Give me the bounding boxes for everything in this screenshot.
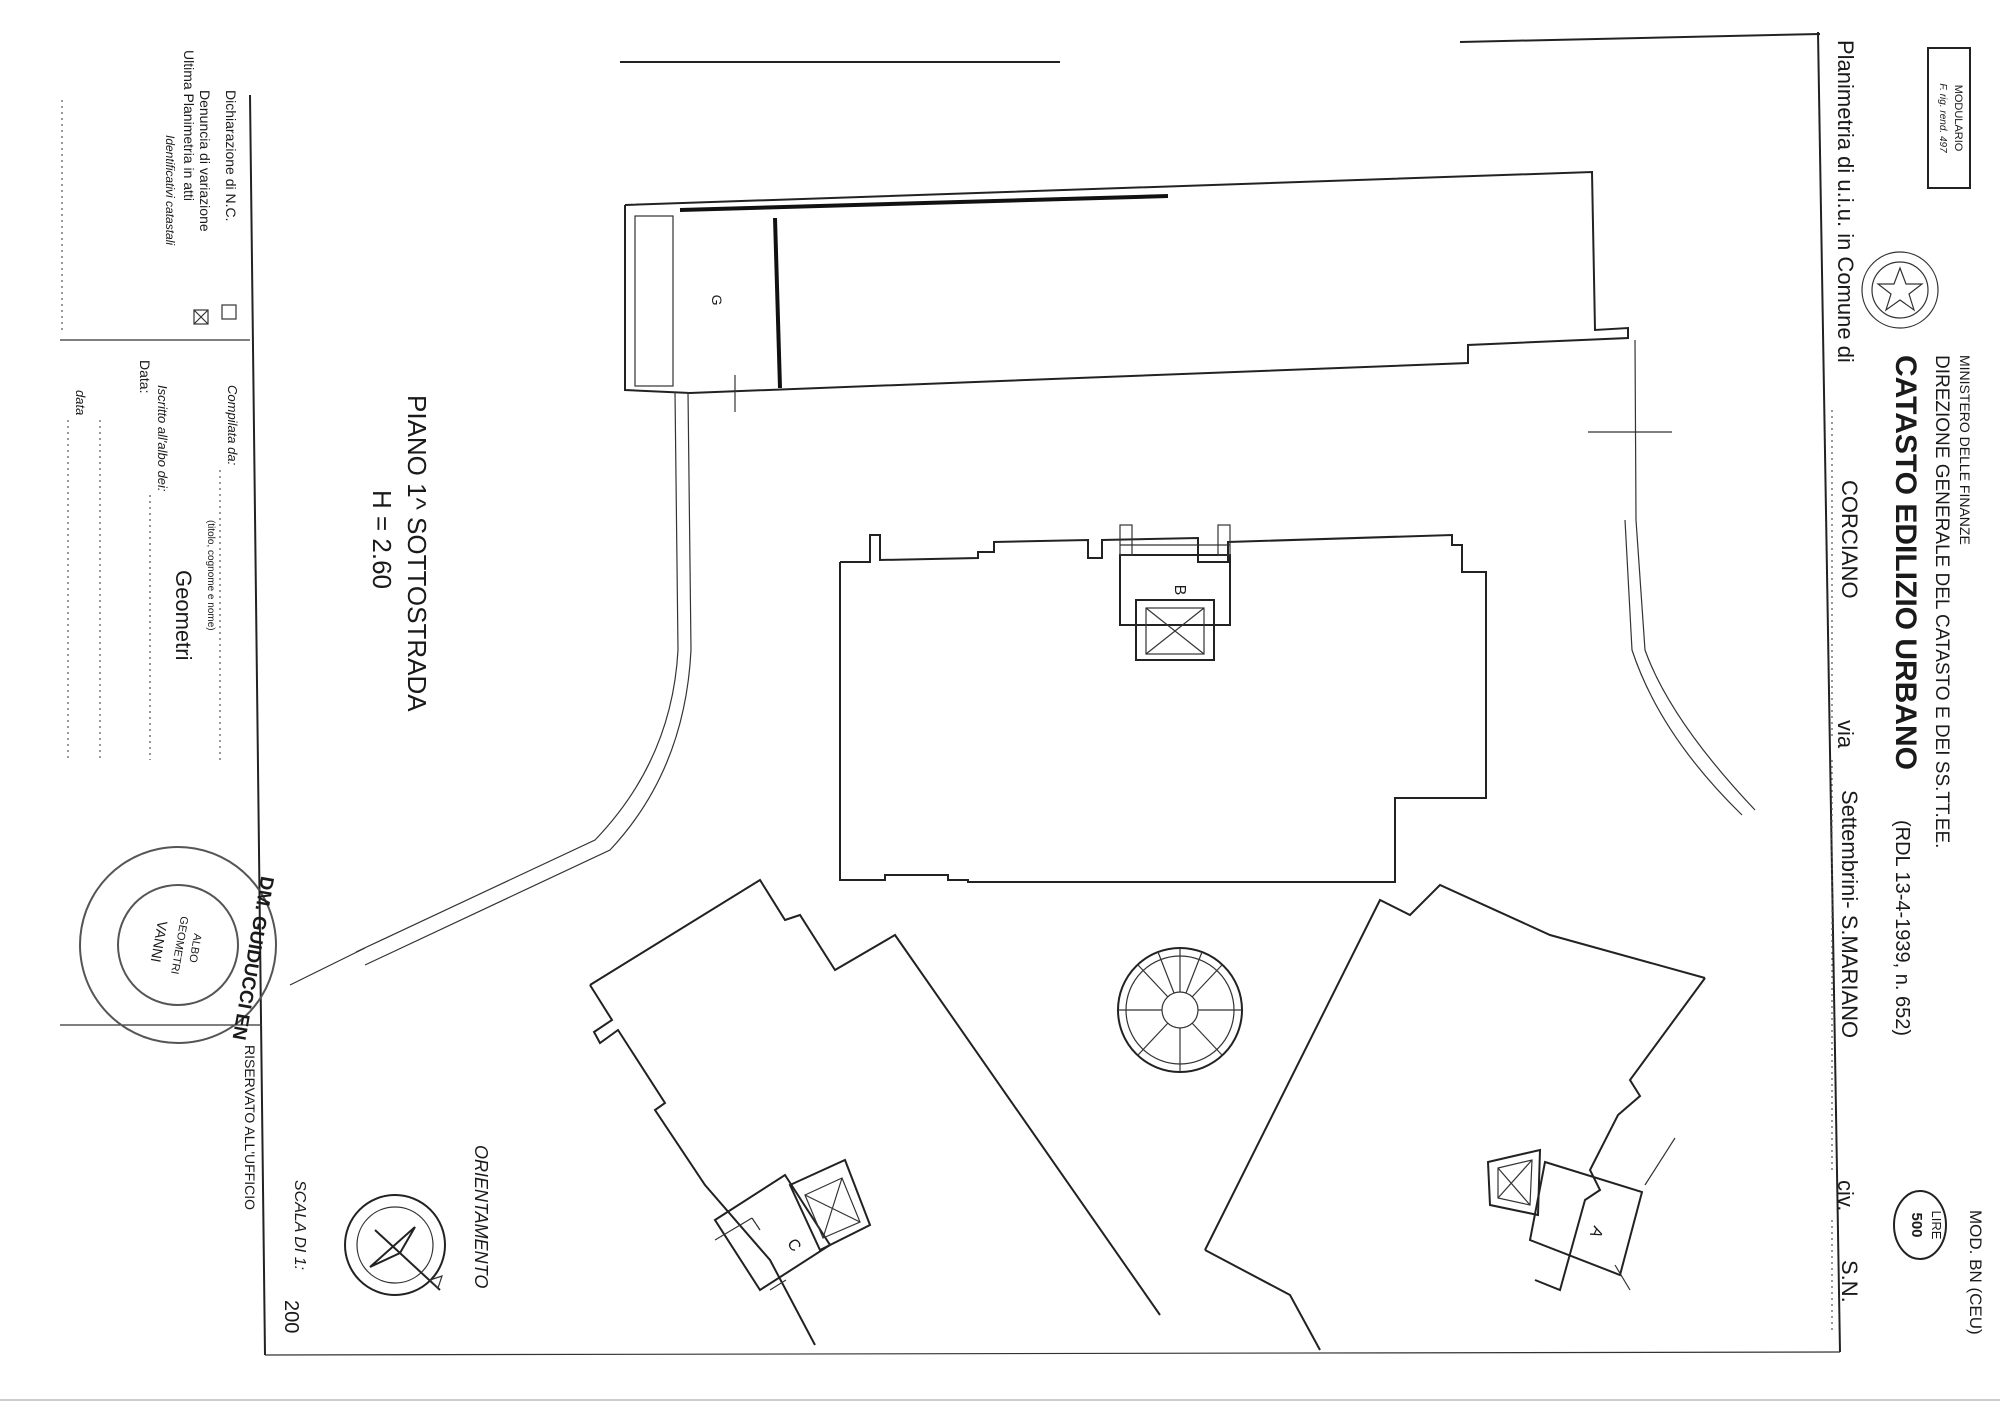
top-garage-block: G	[624, 170, 1629, 412]
scale-value: 200	[280, 1300, 302, 1333]
lire-stamp: LIRE 500	[1893, 1190, 1947, 1260]
ultima-label: Ultima Planimetria in atti	[181, 50, 197, 201]
spiral-staircase	[1117, 947, 1243, 1073]
modulario-label: MODULARIO	[1952, 85, 1964, 152]
planimetria-prefix: Planimetria di u.i.u. in Comune di	[1833, 40, 1858, 363]
lire-value: 500	[1908, 1212, 1925, 1237]
ministry-name: MINISTERO DELLE FINANZE	[1957, 355, 1973, 545]
building-a: A	[1204, 883, 1706, 1351]
ident-label: Identificativi catastali	[163, 135, 177, 245]
stamp-bottom-text: VANNI	[148, 920, 171, 964]
document-title-ref: (RDL 13-4-1939, n. 652)	[1891, 820, 1913, 1036]
via-label: via	[1833, 720, 1858, 749]
modulario-box: MODULARIO F. rig. rend. 497	[1927, 47, 1971, 189]
denuncia-checkbox	[193, 309, 209, 325]
mod-code: MOD. BN (CEU)	[1966, 1210, 1985, 1335]
building-c: C	[589, 878, 1161, 1346]
north-compass-icon	[344, 1194, 446, 1296]
central-building-b: B	[839, 524, 1487, 883]
data-label: Data:	[137, 360, 153, 393]
label-a: A	[1586, 1223, 1606, 1240]
floor-height: H = 2.60	[367, 490, 397, 589]
civ-label: civ.	[1833, 1180, 1858, 1211]
label-g: G	[709, 295, 725, 306]
iscritto-label: Iscritto all'albo dei:	[155, 385, 170, 492]
office-reserved: RISERVATO ALL'UFFICIO	[242, 1045, 258, 1210]
compilata-hint: (titolo, cognome e nome)	[205, 520, 216, 631]
modulario-ref: F. rig. rend. 497	[1937, 83, 1948, 153]
iscritto-value: Geometri	[171, 570, 196, 660]
state-emblem-icon	[1861, 251, 1939, 329]
access-ramp	[289, 339, 1756, 986]
label-c: C	[783, 1236, 804, 1255]
civ-value: S.N.	[1837, 1260, 1862, 1303]
stamp-mid1-text: ALBO	[186, 932, 203, 963]
data2-label: data	[73, 390, 88, 415]
scale-label: SCALA DI 1:	[291, 1180, 308, 1270]
dich-nc-label: Dichiarazione di N.C.	[223, 90, 239, 222]
form-frame	[0, 31, 2000, 1401]
denuncia-label: Denuncia di variazione	[197, 90, 213, 232]
lire-label: LIRE	[1929, 1211, 1944, 1240]
via-value: Settembrini- S.MARIANO	[1837, 790, 1862, 1038]
compilata-label: Compilata da:	[225, 385, 240, 466]
document-title: CATASTO EDILIZIO URBANO	[1889, 355, 1922, 770]
direction-name: DIREZIONE GENERALE DEL CATASTO E DEI SS.…	[1931, 355, 1952, 848]
comune-value: CORCIANO	[1837, 480, 1862, 599]
floor-level: PIANO 1^ SOTTOSTRADA	[402, 395, 432, 712]
orientation-label: ORIENTAMENTO	[471, 1145, 491, 1288]
label-b: B	[1171, 585, 1188, 596]
planimetria-line: Planimetria di u.i.u. in Comune di CORCI…	[1831, 40, 1862, 1330]
stamp-top-text: DM. GUIDUCCI EN	[228, 875, 277, 1042]
declaration-sidebar: Dichiarazione di N.C. Denuncia di variaz…	[61, 50, 240, 760]
dich-nc-checkbox	[221, 304, 237, 320]
